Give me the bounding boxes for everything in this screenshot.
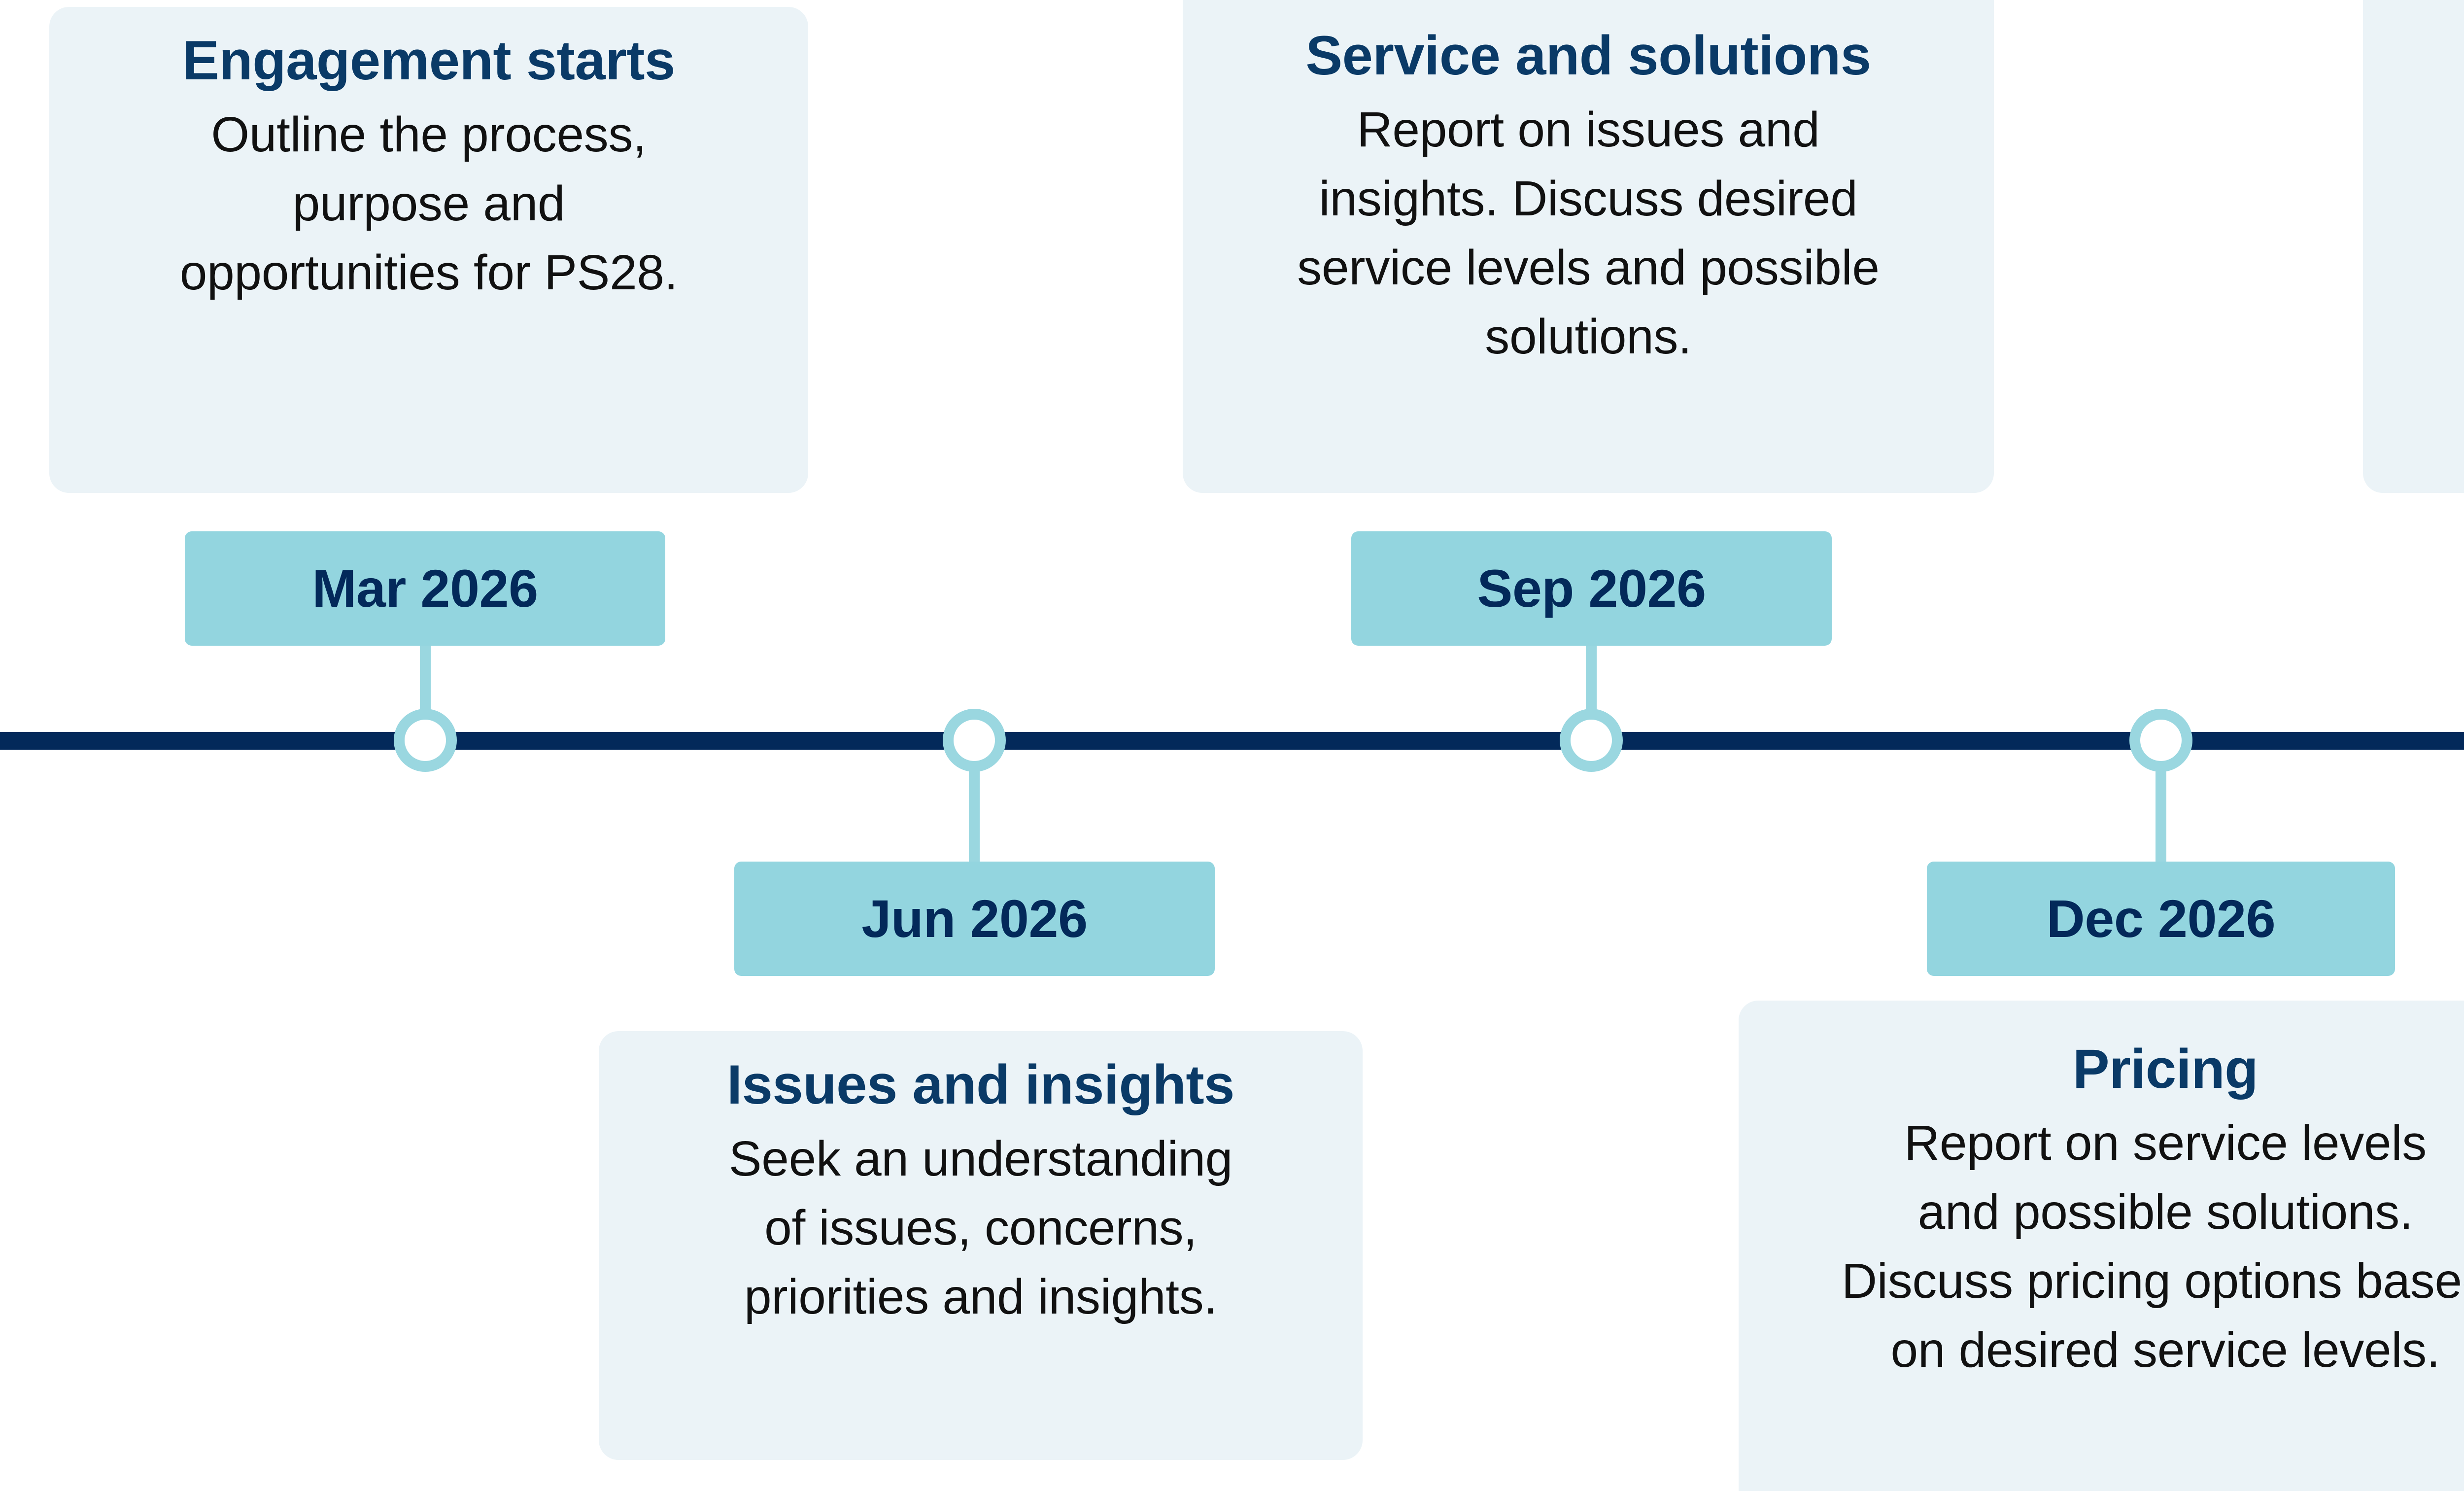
milestone-card-jun-2026: Issues and insights Seek an understandin…	[599, 1031, 1363, 1460]
date-pill-jun-2026[interactable]: Jun 2026	[734, 862, 1215, 976]
timeline-node-jun-2026[interactable]	[943, 709, 1006, 772]
milestone-card-body: Provide a summary of thesubmission and h…	[2389, 95, 2464, 371]
milestone-card-title: Closing the loop	[2389, 25, 2464, 86]
date-pill-mar-2026[interactable]: Mar 2026	[185, 531, 665, 646]
date-pill-dec-2026[interactable]: Dec 2026	[1927, 862, 2395, 976]
milestone-card-title: Service and solutions	[1305, 25, 1871, 86]
timeline-node-sep-2026[interactable]	[1560, 709, 1623, 772]
date-pill-sep-2026[interactable]: Sep 2026	[1351, 531, 1832, 646]
milestone-card-title: Pricing	[2072, 1038, 2259, 1100]
milestone-card-mar-2026: Engagement starts Outline the process,pu…	[49, 7, 808, 493]
milestone-card-sep-2026: Service and solutions Report on issues a…	[1183, 0, 1994, 493]
timeline-axis	[0, 732, 2464, 750]
milestone-card-mar-2027: Closing the loop Provide a summary of th…	[2363, 0, 2464, 493]
milestone-card-title: Engagement starts	[182, 30, 675, 91]
timeline-node-mar-2026[interactable]	[394, 709, 457, 772]
milestone-card-title: Issues and insights	[727, 1054, 1234, 1115]
timeline-node-dec-2026[interactable]	[2129, 709, 2192, 772]
